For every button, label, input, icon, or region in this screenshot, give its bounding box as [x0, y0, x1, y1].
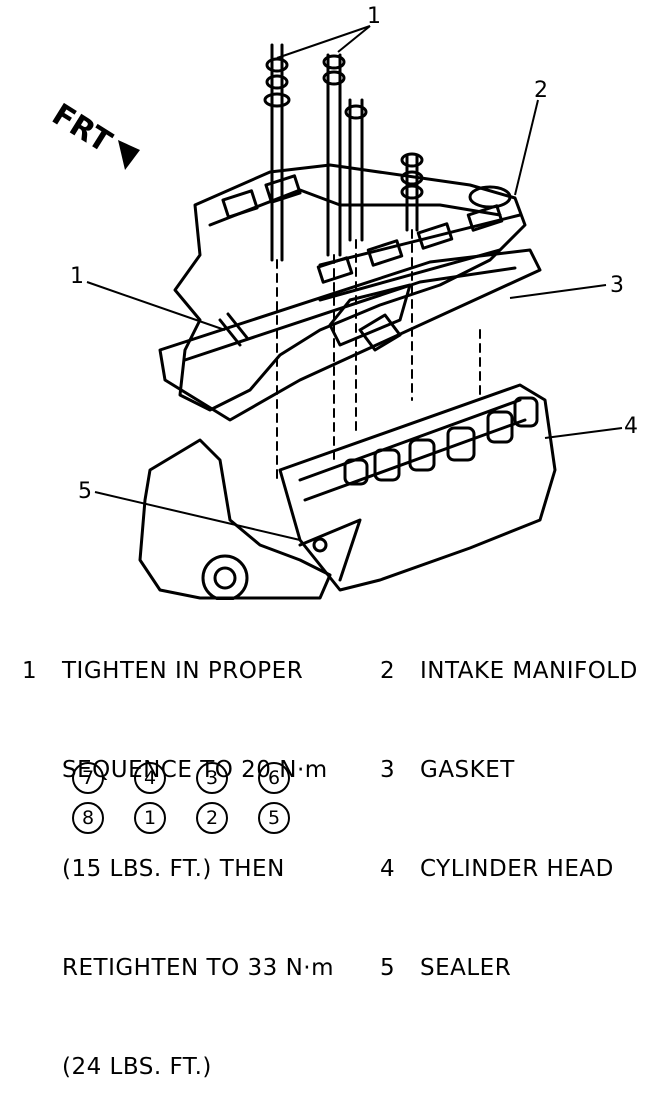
sequence-top-row: 7 4 3 6 — [72, 762, 290, 794]
front-label: FRT — [46, 97, 118, 160]
legend-text: (24 LBS. FT.) — [62, 1054, 212, 1080]
sequence-number: 4 — [134, 762, 166, 794]
sequence-number: 1 — [134, 802, 166, 834]
legend-num: 4 — [380, 856, 396, 882]
leader-lines — [86, 25, 623, 541]
sequence-number: 3 — [196, 762, 228, 794]
cylinder-head — [278, 383, 557, 592]
legend-text: GASKET — [420, 757, 515, 783]
manifold-bolts — [218, 43, 424, 347]
legend-text: SEALER — [420, 955, 512, 981]
legend-text: INTAKE MANIFOLD — [420, 658, 638, 684]
legend-num: 1 — [22, 658, 38, 684]
intake-manifold — [173, 163, 527, 412]
legend-text: RETIGHTEN TO 33 N·m — [62, 955, 335, 981]
sequence-number: 7 — [72, 762, 104, 794]
legend-num — [22, 952, 62, 985]
legend-text: (15 LBS. FT.) THEN — [62, 856, 285, 882]
legend-num — [22, 1051, 62, 1084]
callout-3: 3 — [610, 273, 624, 298]
legend-num: 3 — [380, 757, 396, 783]
alignment-lines — [276, 229, 481, 481]
callout-4: 4 — [624, 414, 638, 439]
legend-text: TIGHTEN IN PROPER — [62, 658, 304, 684]
sequence-number: 8 — [72, 802, 104, 834]
gasket — [158, 248, 542, 422]
sequence-bottom-row: 8 1 2 5 — [72, 802, 290, 834]
sequence-number: 2 — [196, 802, 228, 834]
legend-num: 2 — [380, 658, 396, 684]
exploded-view-drawing: FRT 1 1 2 3 4 5 — [46, 4, 638, 600]
legend-num — [22, 754, 62, 787]
callout-2: 2 — [534, 78, 548, 103]
legend-num — [22, 853, 62, 886]
engine-block — [138, 438, 332, 600]
front-arrow-icon: FRT — [46, 97, 140, 170]
sequence-number: 6 — [258, 762, 290, 794]
valve-springs — [343, 396, 539, 486]
legend-text: CYLINDER HEAD — [420, 856, 614, 882]
legend-num: 5 — [380, 955, 396, 981]
sequence-number: 5 — [258, 802, 290, 834]
callout-5: 5 — [78, 479, 92, 504]
tightening-sequence: 7 4 3 6 8 1 2 5 — [72, 762, 290, 842]
callout-1-top: 1 — [367, 4, 381, 29]
callout-1-left: 1 — [70, 264, 84, 289]
